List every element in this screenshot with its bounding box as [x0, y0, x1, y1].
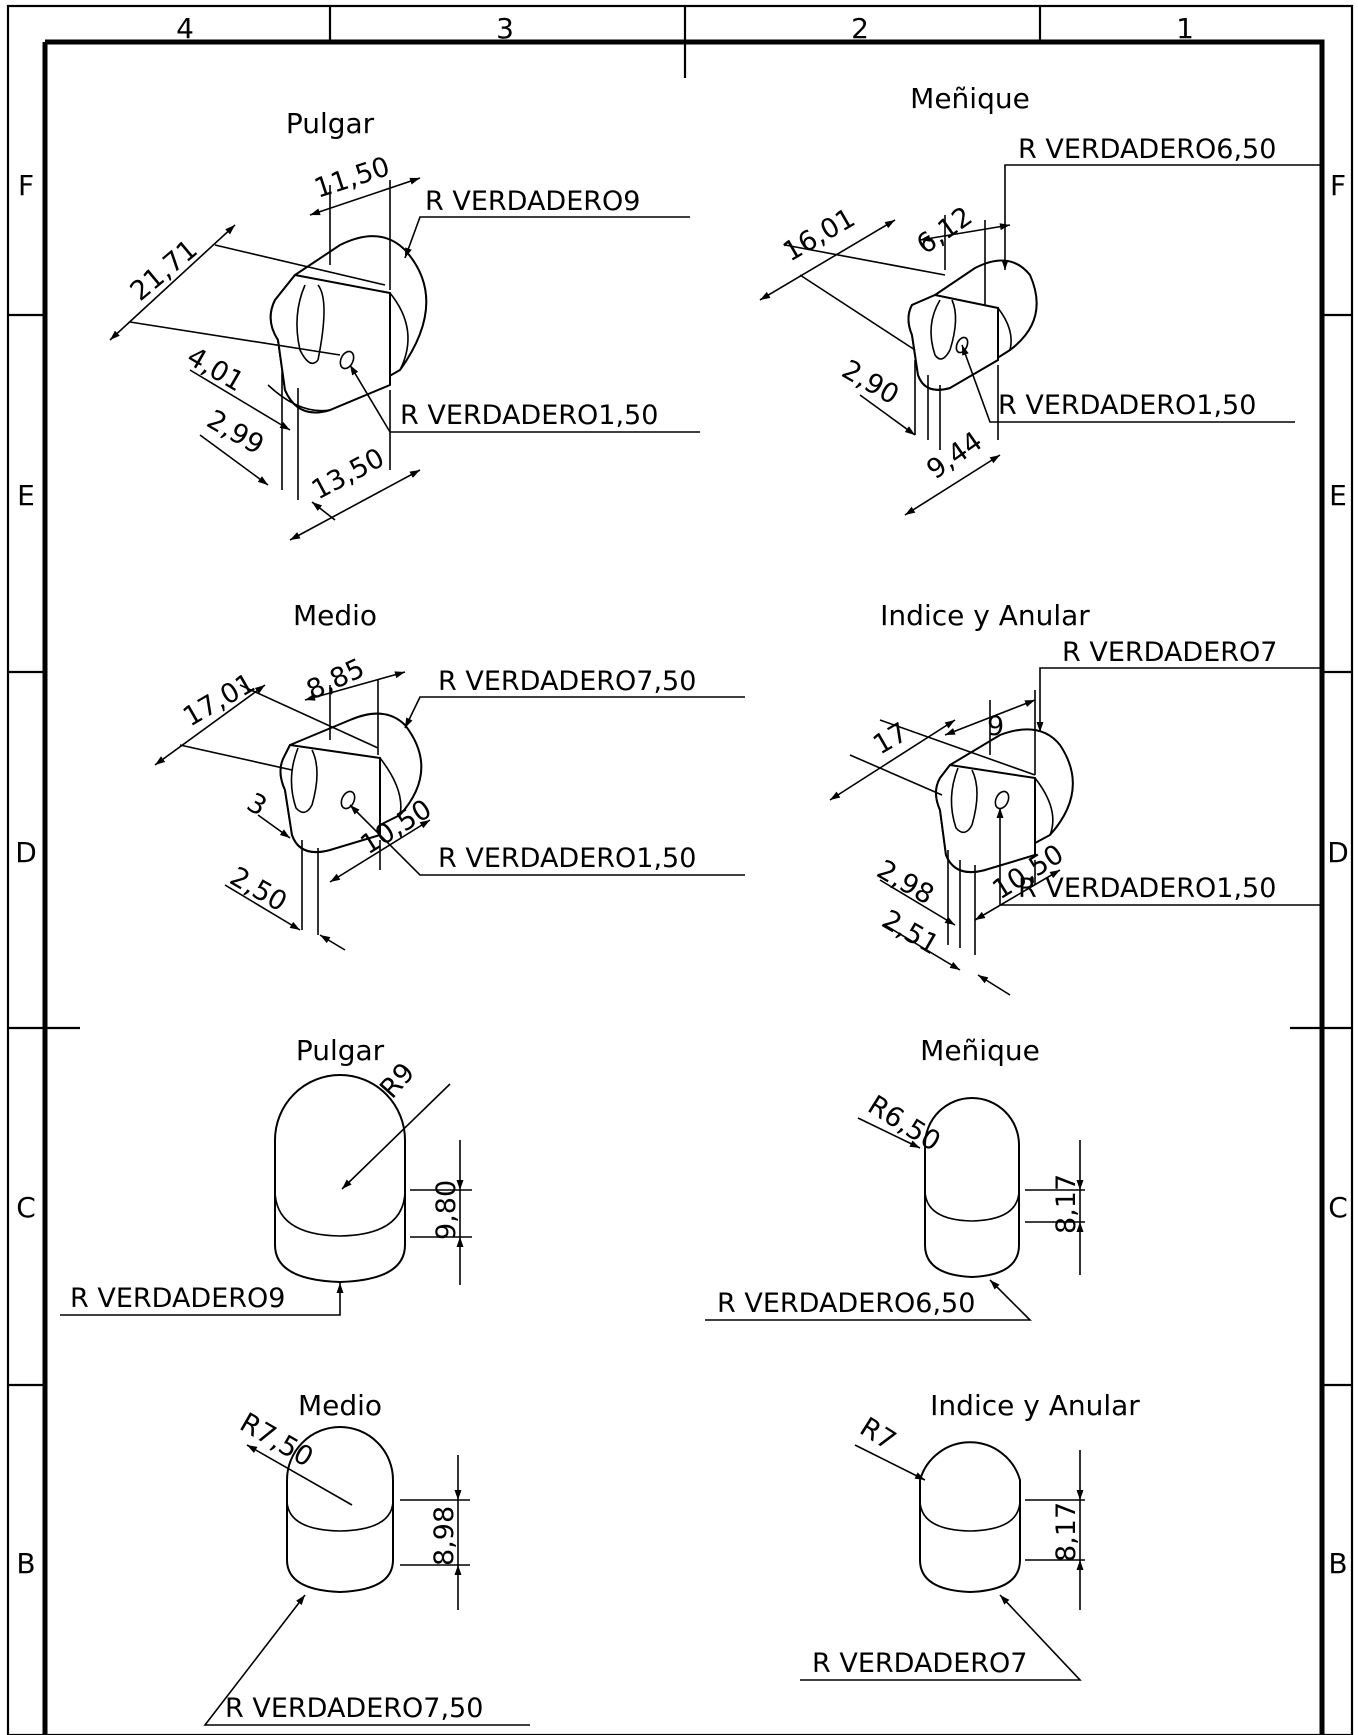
dim-d3: 2,98: [872, 854, 940, 911]
zone-row-f-right: F: [1330, 169, 1346, 202]
note-n1: R VERDADERO6,50: [717, 1288, 975, 1319]
sheet-frame: [6, 4, 1354, 1735]
note-n1: R VERDADERO6,50: [1018, 134, 1276, 165]
iso-view-medio: Medio 17,01 8,85 3 10,50: [154, 599, 745, 951]
view-title: Meñique: [910, 82, 1030, 115]
view-title: Medio: [298, 1389, 382, 1422]
zone-labels: 4 3 2 1 F E D C B F E D C B: [15, 12, 1349, 1580]
view-title: Pulgar: [296, 1034, 385, 1067]
note-n1: R VERDADERO7,50: [438, 666, 696, 697]
zone-col-2: 2: [851, 12, 869, 45]
note-n2: R VERDADERO1,50: [1018, 873, 1276, 904]
notes: R VERDADERO7 R VERDADERO1,50: [996, 637, 1320, 906]
zone-row-d-left: D: [15, 836, 37, 869]
dim-d1: 16,01: [778, 203, 860, 268]
view-title: Indice y Anular: [930, 1389, 1140, 1422]
zone-row-b-left: B: [16, 1547, 35, 1580]
zone-row-c-left: C: [16, 1191, 36, 1224]
part-body: [935, 728, 1074, 874]
zone-row-c-right: C: [1328, 1191, 1348, 1224]
dim-height: 8,17: [1051, 1502, 1082, 1562]
dim-d4: 2,99: [202, 404, 270, 461]
part-body: [919, 1441, 1021, 1594]
iso-view-pulgar: Pulgar 11,50 21,71 4,01 2: [109, 107, 700, 541]
dim-d3: 3: [242, 787, 272, 822]
dim-d3: 4,01: [182, 341, 250, 398]
dim-d5: 13,50: [307, 443, 390, 507]
view-title: Medio: [293, 599, 377, 632]
note-n1: R VERDADERO9: [425, 186, 640, 217]
iso-view-menique: Meñique 16,01 6,12 2,90 9,44: [759, 82, 1320, 516]
notes: R VERDADERO7,50: [203, 1594, 530, 1726]
zone-row-f-left: F: [18, 169, 34, 202]
dim-d2: 21,71: [125, 234, 204, 307]
note-n2: R VERDADERO1,50: [438, 843, 696, 874]
dim-height: 9,80: [431, 1180, 462, 1240]
part-body: [274, 1074, 406, 1284]
side-view-pulgar: Pulgar R9 9,80 R VERDADERO9: [60, 1034, 472, 1316]
dim-d2: 9: [987, 711, 1004, 742]
notes: R VERDADERO7,50 R VERDADERO1,50: [349, 666, 745, 876]
side-view-medio: Medio R7,50 8,98 R VERDADERO7,50: [203, 1389, 530, 1726]
dim-d1: 17,01: [178, 668, 260, 733]
zone-row-e-right: E: [1329, 479, 1347, 512]
note-n1: R VERDADERO9: [70, 1283, 285, 1314]
view-title: Pulgar: [286, 107, 375, 140]
side-view-indice: Indice y Anular R7 8,17 R VERDADERO7: [800, 1389, 1140, 1681]
dim-d5: 2,50: [225, 861, 293, 918]
dim-radius: R7: [854, 1412, 901, 1457]
side-view-menique: Meñique R6,50 8,17 R VERDADERO6,50: [705, 1034, 1085, 1321]
note-n2: R VERDADERO1,50: [998, 390, 1256, 421]
zone-col-4: 4: [176, 12, 194, 45]
zone-col-1: 1: [1176, 12, 1194, 45]
zone-col-3: 3: [496, 12, 514, 45]
notes: R VERDADERO9 R VERDADERO1,50: [349, 186, 700, 433]
dim-d1: 11,50: [311, 151, 394, 204]
dim-d1: 17: [868, 717, 913, 761]
note-n1: R VERDADERO7: [812, 1648, 1027, 1679]
dim-radius: R6,50: [862, 1090, 945, 1158]
part-body: [267, 235, 428, 414]
notes: R VERDADERO6,50 R VERDADERO1,50: [961, 134, 1320, 423]
dim-height: 8,98: [429, 1506, 460, 1566]
zone-row-b-right: B: [1328, 1547, 1347, 1580]
dim-d2: 8,85: [302, 653, 370, 707]
iso-view-indice: Indice y Anular 17 9 2,98 10,50: [829, 599, 1320, 996]
notes: R VERDADERO9: [60, 1283, 344, 1316]
note-n1: R VERDADERO7,50: [225, 1693, 483, 1724]
view-title: Indice y Anular: [880, 599, 1090, 632]
part-body: [907, 259, 1038, 391]
note-n1: R VERDADERO7: [1062, 637, 1277, 668]
part-body: [286, 1426, 394, 1594]
dim-d4: 9,44: [921, 426, 988, 486]
note-n2: R VERDADERO1,50: [400, 400, 658, 431]
zone-row-d-right: D: [1327, 836, 1349, 869]
dim-height: 8,17: [1051, 1174, 1082, 1234]
part-body: [924, 1097, 1020, 1279]
notes: R VERDADERO6,50: [705, 1279, 1032, 1321]
notes: R VERDADERO7: [800, 1594, 1082, 1681]
zone-row-e-left: E: [17, 479, 35, 512]
view-title: Meñique: [920, 1034, 1040, 1067]
